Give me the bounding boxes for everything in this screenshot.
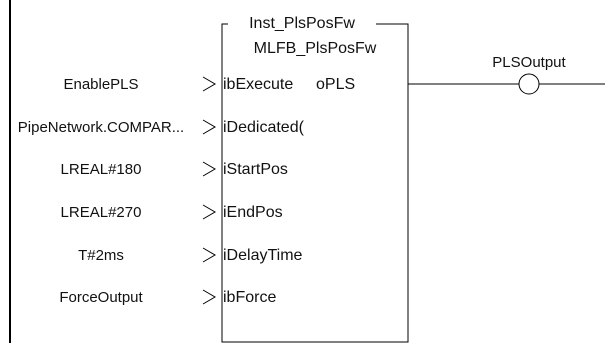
block-type-name: MLFB_PlsPosFw (254, 40, 377, 57)
output-variable-plsoutput[interactable]: PLSOutput (492, 54, 566, 71)
pin-ibforce: ibForce (223, 289, 276, 306)
pin-idelaytime: iDelayTime (223, 247, 303, 264)
input-row-delaytime: T#2ms iDelayTime (78, 247, 302, 264)
input-arrow-icon (202, 204, 216, 220)
input-variable-t2ms[interactable]: T#2ms (78, 247, 124, 264)
block-instance-name[interactable]: Inst_PlsPosFw (249, 15, 355, 32)
input-row-enable: EnablePLS ibExecute (63, 76, 293, 93)
input-arrow-icon (202, 247, 216, 263)
pin-idedicated: iDedicated( (223, 119, 305, 136)
input-variable-forceoutput[interactable]: ForceOutput (59, 289, 143, 306)
input-arrow-icon (202, 289, 216, 305)
pin-ibexecute: ibExecute (223, 76, 293, 93)
pin-istartpos: iStartPos (223, 161, 288, 178)
input-variable-pipenetwork[interactable]: PipeNetwork.COMPAR... (18, 119, 184, 136)
input-arrow-icon (202, 161, 216, 177)
input-variable-enablepls[interactable]: EnablePLS (63, 76, 138, 93)
output-coil-icon[interactable] (518, 73, 540, 95)
pin-iendpos: iEndPos (223, 204, 283, 221)
instance-name-background (228, 17, 376, 31)
input-row-endpos: LREAL#270 iEndPos (61, 204, 283, 221)
input-arrow-icon (202, 119, 216, 135)
input-variable-lreal270[interactable]: LREAL#270 (61, 204, 142, 221)
input-variable-lreal180[interactable]: LREAL#180 (61, 161, 142, 178)
input-row-startpos: LREAL#180 iStartPos (61, 161, 288, 178)
pin-opls: oPLS (316, 76, 355, 93)
input-row-force: ForceOutput ibForce (59, 289, 276, 306)
input-row-dedicated: PipeNetwork.COMPAR... iDedicated( (18, 119, 305, 136)
input-arrow-icon (202, 76, 216, 92)
